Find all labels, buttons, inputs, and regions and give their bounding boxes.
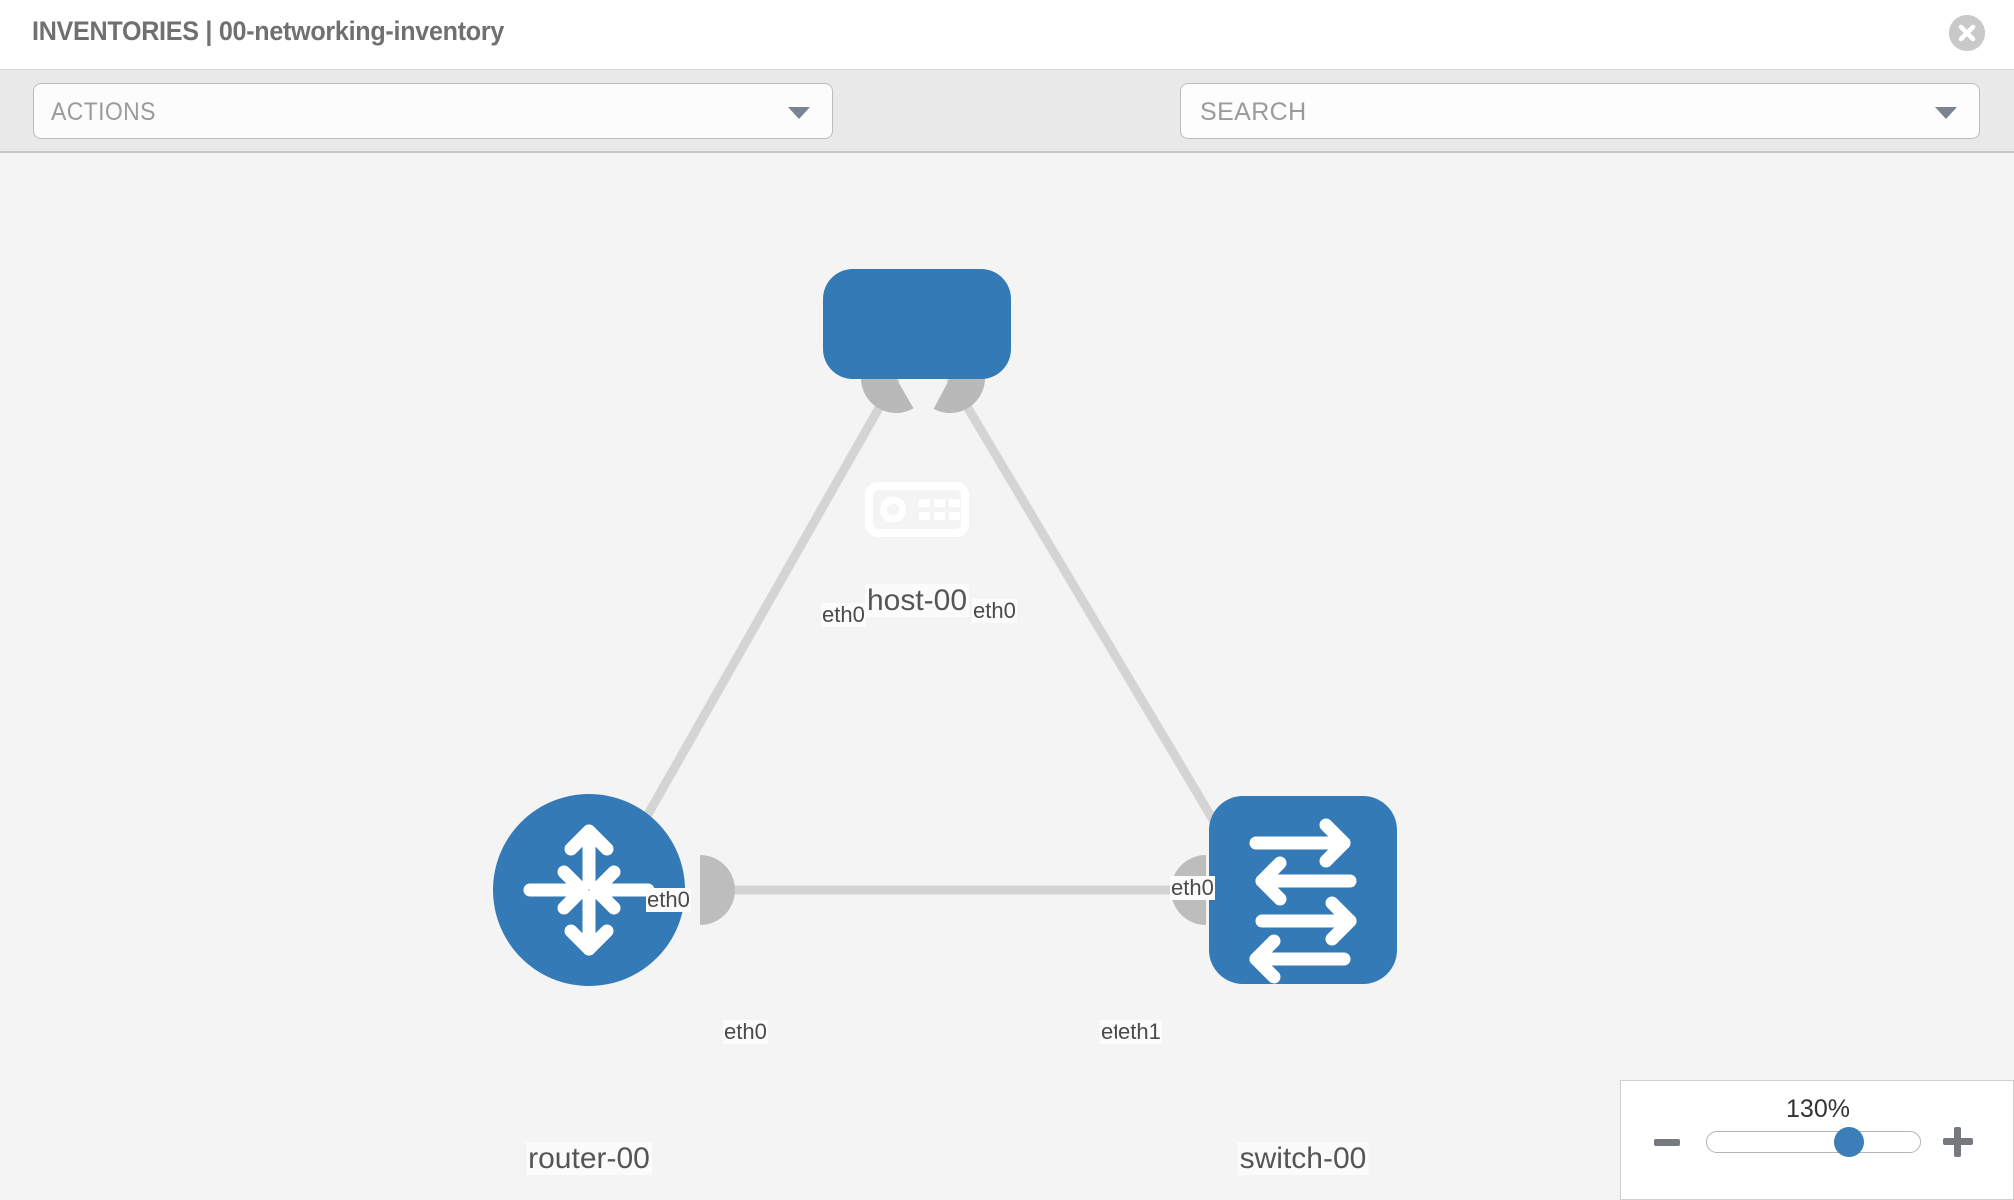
- search-input[interactable]: [1198, 84, 1902, 140]
- page-header: INVENTORIES | 00-networking-inventory: [0, 0, 2014, 70]
- zoom-level-value: 130%: [1786, 1095, 1850, 1123]
- close-icon[interactable]: [1949, 15, 1985, 51]
- zoom-control-panel: 130%: [1620, 1080, 2014, 1200]
- topology-graph: [493, 269, 1397, 986]
- zoom-slider-thumb[interactable]: [1834, 1127, 1864, 1157]
- node-label-router-00: router-00: [526, 1142, 652, 1175]
- edge-label-host-right-eth0: eth0: [972, 598, 1017, 624]
- toolbar: ACTIONS: [0, 70, 2014, 200]
- node-switch-00[interactable]: [1209, 796, 1397, 984]
- switch-arrows-icon: [1249, 818, 1357, 984]
- link-host-switch: [946, 375, 1244, 868]
- chevron-down-icon[interactable]: [1935, 107, 1957, 119]
- plus-icon[interactable]: [1943, 1127, 1973, 1157]
- edge-label-host-left-eth0: eth0: [821, 602, 866, 628]
- chevron-down-icon: [788, 107, 810, 119]
- link-host-router: [622, 375, 900, 856]
- router-arrows-icon: [523, 824, 655, 956]
- connector-nub-router-right: [700, 855, 735, 925]
- node-label-switch-00: switch-00: [1237, 1142, 1369, 1175]
- actions-dropdown-label: ACTIONS: [51, 98, 156, 126]
- node-host-00[interactable]: [823, 269, 1011, 537]
- minus-icon[interactable]: [1654, 1139, 1680, 1146]
- search-field-wrapper[interactable]: [1180, 83, 1980, 140]
- server-icon: [865, 482, 969, 537]
- edge-label-switch-up-eth0: eth0: [1170, 875, 1215, 901]
- actions-dropdown[interactable]: ACTIONS: [33, 83, 833, 139]
- zoom-slider-track[interactable]: [1706, 1131, 1921, 1153]
- page-title: INVENTORIES | 00-networking-inventory: [32, 16, 505, 46]
- edge-label-router-up-eth0: eth0: [646, 887, 691, 913]
- topology-canvas[interactable]: host-00 router-00 switch-00 eth0 eth0 et…: [0, 153, 2014, 1200]
- node-label-host-00: host-00: [864, 584, 970, 617]
- edge-label-switch-left-eth1: eth1: [1117, 1019, 1162, 1045]
- edge-label-router-right-eth0: eth0: [723, 1019, 768, 1045]
- node-router-00[interactable]: [493, 794, 685, 986]
